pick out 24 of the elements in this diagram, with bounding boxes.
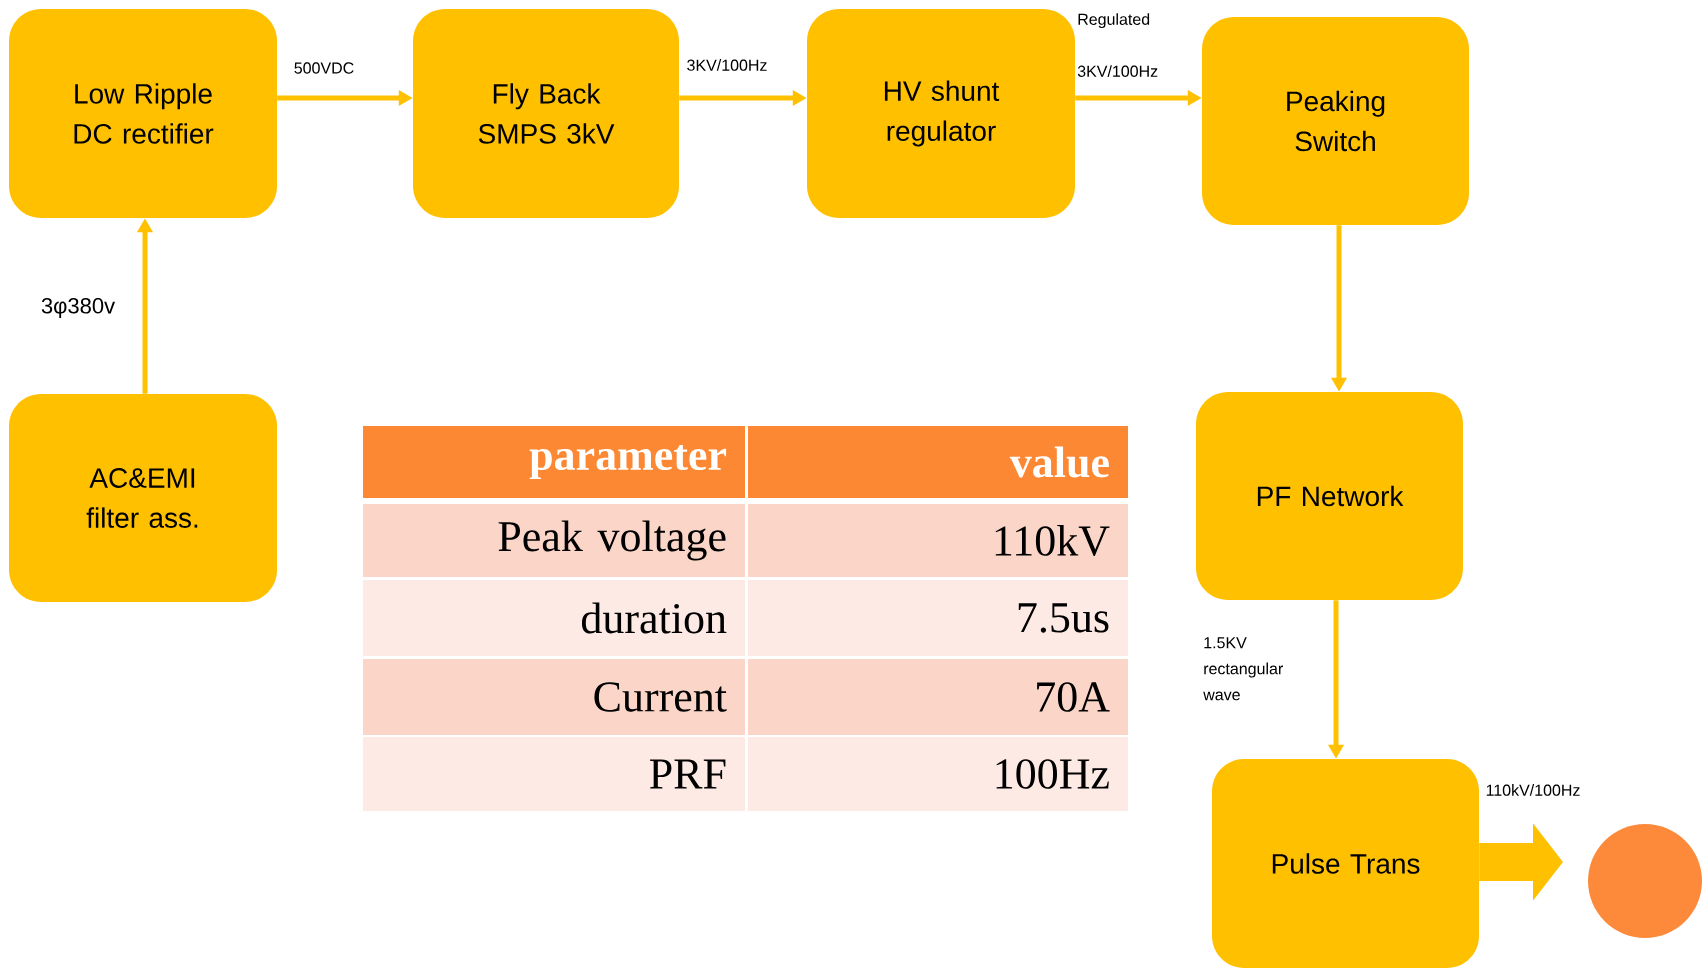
process-box: Fly Back SMPS 3kV [413, 9, 679, 218]
table-cell: 70A [748, 659, 1128, 735]
edge-label: 110kV/100Hz [1486, 784, 1580, 796]
edge-label: 500VDC [294, 62, 354, 74]
table-header-cell: parameter [363, 426, 745, 498]
edge-label: Regulated 3KV/100Hz [1077, 13, 1158, 77]
output-circle [1588, 824, 1702, 938]
table-cell: PRF [363, 737, 745, 811]
table-cell: Peak voltage [363, 504, 745, 577]
table-cell: 100Hz [748, 737, 1128, 811]
process-box: Peaking Switch [1202, 17, 1469, 225]
table-cell: 110kV [748, 504, 1128, 577]
process-box: HV shunt regulator [807, 9, 1075, 218]
process-box: PF Network [1196, 392, 1463, 600]
table-cell: duration [363, 580, 745, 656]
edge-label: 3φ380v [41, 298, 115, 318]
table-cell: 7.5us [748, 580, 1128, 656]
edge-label: 1.5KV rectangular wave [1203, 637, 1283, 701]
table-header-cell: value [748, 426, 1128, 498]
edge-label: 3KV/100Hz [687, 59, 767, 71]
process-box: Pulse Trans [1212, 759, 1479, 968]
table-cell: Current [363, 659, 745, 735]
process-box: AC&EMI filter ass. [9, 394, 277, 602]
process-box: Low Ripple DC rectifier [9, 9, 277, 218]
